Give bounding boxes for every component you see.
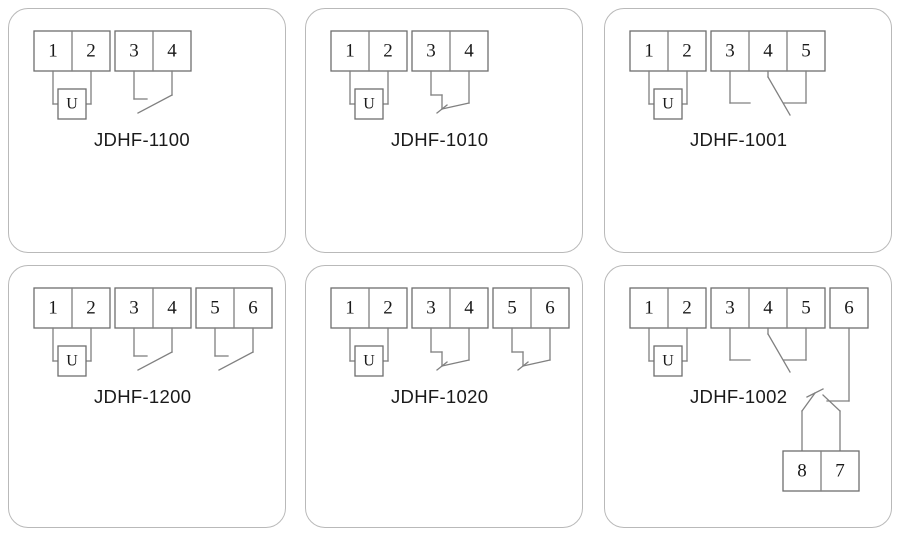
terminal-number: 2	[383, 40, 393, 61]
model-label: JDHF-1002	[690, 386, 788, 407]
terminal-number: 3	[129, 40, 139, 61]
terminal-number: 3	[725, 40, 735, 61]
terminal-number: 5	[801, 297, 811, 318]
terminal-number: 2	[383, 297, 393, 318]
model-label: JDHF-1200	[94, 386, 192, 407]
contact-closed-tick	[436, 361, 448, 371]
terminal-number: 1	[644, 297, 654, 318]
contact-blade-open	[137, 351, 173, 371]
terminal-number: 2	[86, 297, 96, 318]
contact-blade-open	[218, 351, 254, 371]
terminal-group	[829, 287, 869, 329]
model-label: JDHF-1001	[690, 129, 788, 150]
coil-box	[354, 345, 384, 377]
contact-blade-closed	[441, 359, 470, 367]
contact-blade-changeover	[767, 76, 791, 116]
terminal-number: 3	[426, 297, 436, 318]
lower-contact-tick	[806, 388, 824, 398]
terminal-number: 4	[464, 40, 474, 61]
terminal-number: 2	[86, 40, 96, 61]
coil-box	[57, 345, 87, 377]
terminal-number: 4	[167, 40, 177, 61]
terminal-number: 1	[644, 40, 654, 61]
terminal-number: 5	[210, 297, 220, 318]
terminal-number: 1	[345, 40, 355, 61]
contact-closed-tick	[517, 361, 529, 371]
coil-label: U	[363, 96, 375, 113]
contact-closed-tick	[436, 104, 448, 114]
model-label: JDHF-1020	[391, 386, 489, 407]
terminal-number: 3	[725, 297, 735, 318]
coil-box	[653, 345, 683, 377]
terminal-number: 5	[507, 297, 517, 318]
lower-rail-8	[801, 392, 816, 412]
terminal-number: 4	[464, 297, 474, 318]
coil-label: U	[662, 353, 674, 370]
terminal-number: 6	[844, 297, 854, 318]
terminal-number: 1	[48, 297, 58, 318]
contact-blade-closed	[441, 102, 470, 110]
wiring-schematic-jdhf-1100: 1 2 3 4U	[33, 30, 192, 120]
terminal-number: 4	[763, 40, 773, 61]
coil-label: U	[66, 96, 78, 113]
terminal-number: 2	[682, 297, 692, 318]
coil-label: U	[363, 353, 375, 370]
terminal-number: 3	[426, 40, 436, 61]
terminal-number: 6	[545, 297, 555, 318]
terminal-group	[710, 287, 826, 329]
terminal-number: 8	[797, 460, 807, 481]
model-label: JDHF-1100	[94, 129, 190, 150]
wiring-schematic-jdhf-1010: 1 2 3 4U	[330, 30, 489, 120]
contact-blade-open	[137, 94, 173, 114]
coil-label: U	[66, 353, 78, 370]
coil-box	[354, 88, 384, 120]
coil-box	[57, 88, 87, 120]
contact-blade-closed	[522, 359, 551, 367]
terminal-number: 6	[248, 297, 258, 318]
coil-box	[653, 88, 683, 120]
terminal-number: 1	[48, 40, 58, 61]
terminal-number: 4	[763, 297, 773, 318]
wiring-schematic-jdhf-1200: 1 2 3 4 5 6U	[33, 287, 273, 377]
lower-blade-7	[822, 394, 841, 412]
terminal-number: 4	[167, 297, 177, 318]
wiring-schematic-jdhf-1002: 1 2 3 4 5 6U 8 7	[629, 287, 869, 492]
wiring-schematic-jdhf-1020: 1 2 3 4 5 6U	[330, 287, 570, 377]
wiring-schematic-jdhf-1001: 1 2 3 4 5U	[629, 30, 826, 120]
terminal-number: 7	[835, 460, 845, 481]
terminal-number: 3	[129, 297, 139, 318]
terminal-number: 5	[801, 40, 811, 61]
terminal-number: 1	[345, 297, 355, 318]
model-label: JDHF-1010	[391, 129, 489, 150]
contact-blade-changeover	[767, 333, 791, 373]
coil-label: U	[662, 96, 674, 113]
terminal-number: 2	[682, 40, 692, 61]
